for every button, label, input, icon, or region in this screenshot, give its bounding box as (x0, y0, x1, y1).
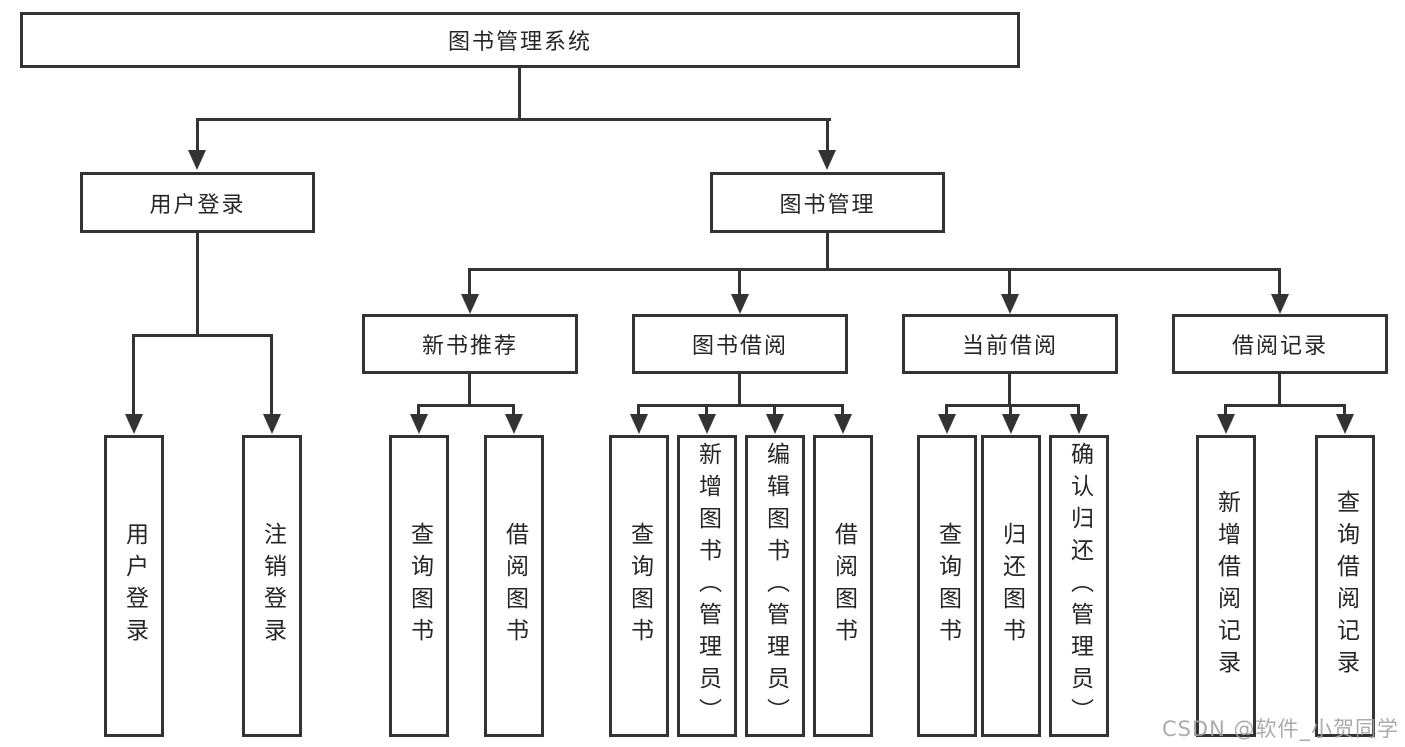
arrow-down-icon (698, 414, 716, 434)
connector-to-new-book-recommend (468, 268, 471, 296)
connector-leaf-drop (705, 404, 708, 416)
node-user-login: 用户登录 (80, 172, 315, 233)
node-leaf-confirm-return-admin-label: 确认归还（管理员） (1066, 442, 1093, 730)
connector-leaf-drop (773, 404, 776, 416)
arrow-down-icon (938, 414, 956, 434)
connector-current-borrowing-stem (1008, 372, 1011, 406)
connector-leaf-drop (417, 404, 420, 416)
connector-new-book-recommend-stem (468, 372, 471, 406)
node-leaf-borrow-books-label: 借阅图书 (830, 522, 857, 650)
connector-leaf-drop (945, 404, 948, 416)
arrow-down-icon (461, 294, 479, 314)
connector-leaf-drop (1224, 404, 1227, 416)
connector-to-leaf-logout (270, 334, 273, 416)
node-user-login-label: 用户登录 (149, 192, 246, 218)
connector-root-crossbar (196, 118, 831, 121)
connector-to-borrowing-records (1278, 268, 1281, 296)
connector-borrowing-records-stem (1278, 372, 1281, 406)
arrow-down-icon (505, 414, 523, 434)
node-new-book-recommend: 新书推荐 (362, 314, 578, 374)
node-book-management-label: 图书管理 (779, 192, 876, 218)
arrow-down-icon (263, 414, 281, 434)
node-leaf-user-login-label: 用户登录 (121, 522, 148, 650)
connector-user-login-stem (196, 232, 199, 337)
node-leaf-edit-books-admin-label: 编辑图书（管理员） (762, 442, 789, 730)
node-library-system-label: 图书管理系统 (447, 30, 592, 55)
node-leaf-logout-label: 注销登录 (259, 522, 286, 650)
node-book-management: 图书管理 (710, 172, 945, 233)
arrow-down-icon (188, 150, 206, 170)
node-borrowing-records-label: 借阅记录 (1231, 334, 1328, 359)
node-current-borrowing-label: 当前借阅 (961, 334, 1058, 359)
node-library-system: 图书管理系统 (20, 12, 1020, 68)
node-leaf-logout: 注销登录 (242, 435, 302, 737)
node-borrowing-records: 借阅记录 (1172, 314, 1388, 374)
connector-leaf-drop (841, 404, 844, 416)
node-leaf-add-borrow-record: 新增借阅记录 (1196, 435, 1256, 737)
connector-leaf-drop (637, 404, 640, 416)
csdn-watermark: CSDN @软件_小贺同学 (1161, 717, 1399, 741)
node-leaf-query-books-borrow: 查询图书 (609, 435, 669, 737)
connector-book-borrowing-stem (738, 372, 741, 406)
node-leaf-borrow-books-recommend-label: 借阅图书 (501, 522, 528, 650)
connector-new-book-recommend-crossbar (417, 404, 515, 407)
node-book-borrowing-label: 图书借阅 (691, 334, 788, 359)
arrow-down-icon (1001, 294, 1019, 314)
node-leaf-add-books-admin: 新增图书（管理员） (677, 435, 737, 737)
connector-root-stem (518, 67, 521, 120)
node-leaf-query-books-current: 查询图书 (917, 435, 977, 737)
connector-to-book-borrowing (738, 268, 741, 296)
node-leaf-user-login: 用户登录 (104, 435, 164, 737)
connector-to-leaf-user-login (132, 334, 135, 416)
node-leaf-query-borrow-record: 查询借阅记录 (1315, 435, 1375, 737)
connector-leaf-drop (1009, 404, 1012, 416)
arrow-down-icon (1002, 414, 1020, 434)
arrow-down-icon (766, 414, 784, 434)
node-new-book-recommend-label: 新书推荐 (421, 334, 518, 359)
arrow-down-icon (410, 414, 428, 434)
connector-root-to-user-login (196, 118, 199, 152)
arrow-down-icon (1271, 294, 1289, 314)
node-leaf-borrow-books: 借阅图书 (813, 435, 873, 737)
arrow-down-icon (125, 414, 143, 434)
arrow-down-icon (834, 414, 852, 434)
connector-book-borrowing-crossbar (637, 404, 844, 407)
arrow-down-icon (1336, 414, 1354, 434)
arrow-down-icon (731, 294, 749, 314)
node-book-borrowing: 图书借阅 (632, 314, 848, 374)
node-leaf-query-books-borrow-label: 查询图书 (626, 522, 653, 650)
node-leaf-query-borrow-record-label: 查询借阅记录 (1332, 490, 1359, 682)
connector-leaf-drop (512, 404, 515, 416)
connector-to-current-borrowing (1008, 268, 1011, 296)
node-leaf-confirm-return-admin: 确认归还（管理员） (1049, 435, 1109, 737)
connector-book-management-crossbar (468, 268, 1281, 271)
node-leaf-edit-books-admin: 编辑图书（管理员） (745, 435, 805, 737)
arrow-down-icon (1217, 414, 1235, 434)
node-leaf-query-books-recommend-label: 查询图书 (406, 522, 433, 650)
node-leaf-return-books-label: 归还图书 (998, 522, 1025, 650)
node-leaf-add-books-admin-label: 新增图书（管理员） (694, 442, 721, 730)
node-leaf-borrow-books-recommend: 借阅图书 (484, 435, 544, 737)
node-leaf-query-books-current-label: 查询图书 (934, 522, 961, 650)
arrow-down-icon (818, 150, 836, 170)
connector-root-to-book-management (826, 118, 829, 152)
arrow-down-icon (1070, 414, 1088, 434)
connector-book-management-stem (826, 232, 829, 271)
connector-user-login-crossbar (132, 334, 273, 337)
connector-current-borrowing-crossbar (945, 404, 1080, 407)
arrow-down-icon (630, 414, 648, 434)
node-leaf-add-borrow-record-label: 新增借阅记录 (1213, 490, 1240, 682)
connector-leaf-drop (1343, 404, 1346, 416)
node-leaf-query-books-recommend: 查询图书 (389, 435, 449, 737)
node-leaf-return-books: 归还图书 (981, 435, 1041, 737)
connector-leaf-drop (1077, 404, 1080, 416)
node-current-borrowing: 当前借阅 (902, 314, 1118, 374)
connector-borrowing-records-crossbar (1224, 404, 1346, 407)
